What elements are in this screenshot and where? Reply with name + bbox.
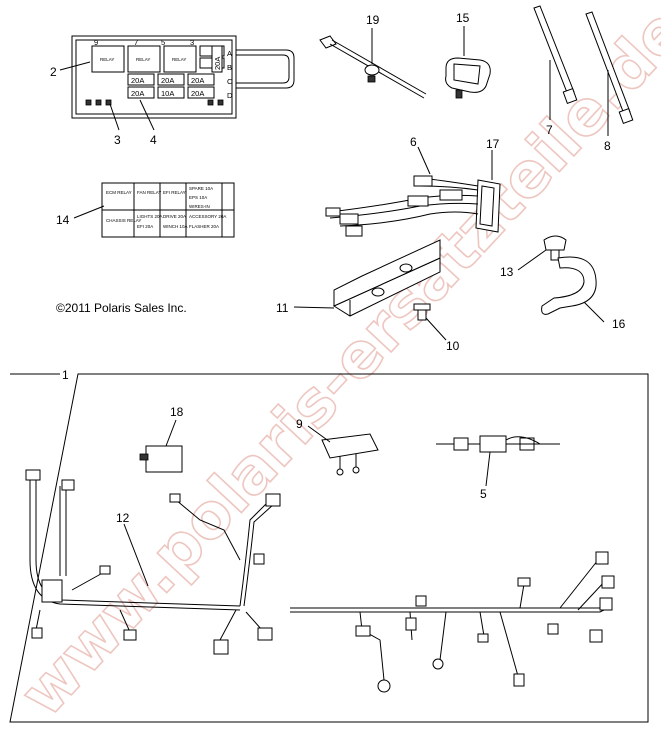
fuse-upper-2: 20A <box>161 76 174 85</box>
callout-4: 4 <box>150 133 157 147</box>
fuse-box-number-5: 5 <box>161 38 165 47</box>
callout-17: 17 <box>486 137 500 151</box>
fuse-box-letter-d: D <box>227 91 233 100</box>
callout-8: 8 <box>604 139 611 153</box>
decal-winch: WINCH 10A <box>163 224 188 229</box>
callout-7: 7 <box>546 123 553 137</box>
callout-9: 9 <box>296 417 303 431</box>
decal-spare: SPARE 10A <box>189 186 213 191</box>
decal-flasher: FLASHER 20A <box>189 224 219 229</box>
fuse-lower-1: 20A <box>131 89 144 98</box>
fuse-upper-3: 20A <box>191 76 204 85</box>
callout-5: 5 <box>480 487 487 501</box>
callout-6: 6 <box>410 135 417 149</box>
connector-15 <box>445 26 491 99</box>
fuse-side: 20A <box>213 57 222 70</box>
bolt-and-clamp <box>517 235 605 323</box>
relay-label-2: RELAY <box>136 57 150 62</box>
copyright-text: ©2011 Polaris Sales Inc. <box>56 301 187 315</box>
decal-accessory: ACCESSORY 20A <box>189 214 226 219</box>
callout-3: 3 <box>114 133 121 147</box>
callout-14: 14 <box>56 213 70 227</box>
callout-11: 11 <box>276 301 289 315</box>
callout-16: 16 <box>612 317 626 331</box>
main-harness-group <box>9 373 649 723</box>
fuse-box-letter-a: A <box>227 49 232 58</box>
decal-fan-relay: FAN RELAY <box>137 190 161 195</box>
callout-labels: 1 2 3 4 5 6 7 8 9 10 11 12 13 14 15 16 1… <box>50 11 626 525</box>
fuse-lower-3: 20A <box>191 89 204 98</box>
callout-1: 1 <box>62 368 69 382</box>
fuse-box: RELAY RELAY RELAY 20A 20A 20A 20A 10A 20… <box>59 35 295 131</box>
callout-10: 10 <box>446 339 460 353</box>
fuse-decal: ECM RELAY FAN RELAY EFI RELAY CHASSIS RE… <box>73 182 235 238</box>
sub-harness <box>325 146 501 237</box>
decal-eps: EPS 10A <box>189 195 207 200</box>
fuse-upper-1: 20A <box>131 76 144 85</box>
callout-18: 18 <box>170 405 184 419</box>
decal-wires-in: WIRES-IN <box>189 204 210 209</box>
decal-lights: LIGHTS 20A <box>137 214 163 219</box>
callout-2: 2 <box>50 65 57 79</box>
callout-19: 19 <box>366 13 380 27</box>
fuse-box-number-3: 3 <box>190 38 194 47</box>
relay-label-1: RELAY <box>100 57 114 62</box>
cable-tie-mount <box>319 28 427 99</box>
mounting-bracket <box>293 239 447 341</box>
callout-13: 13 <box>500 265 514 279</box>
fuse-box-letter-c: C <box>227 77 233 86</box>
decal-drive: DRIVE 20A <box>163 214 186 219</box>
callout-12: 12 <box>116 511 130 525</box>
fuse-lower-2: 10A <box>161 89 174 98</box>
fuse-box-letter-b: B <box>227 63 232 72</box>
relay-label-3: RELAY <box>172 57 186 62</box>
decal-ecm-relay: ECM RELAY <box>106 190 132 195</box>
callout-15: 15 <box>456 11 470 25</box>
decal-chassis-relay: CHASSIS RELAY <box>106 218 141 223</box>
cable-ties <box>533 5 634 136</box>
fuse-box-number-9: 9 <box>94 38 98 47</box>
fuse-box-number-7: 7 <box>134 38 138 47</box>
decal-efi-relay: EFI RELAY <box>163 190 186 195</box>
decal-efi: EFI 20A <box>137 224 153 229</box>
